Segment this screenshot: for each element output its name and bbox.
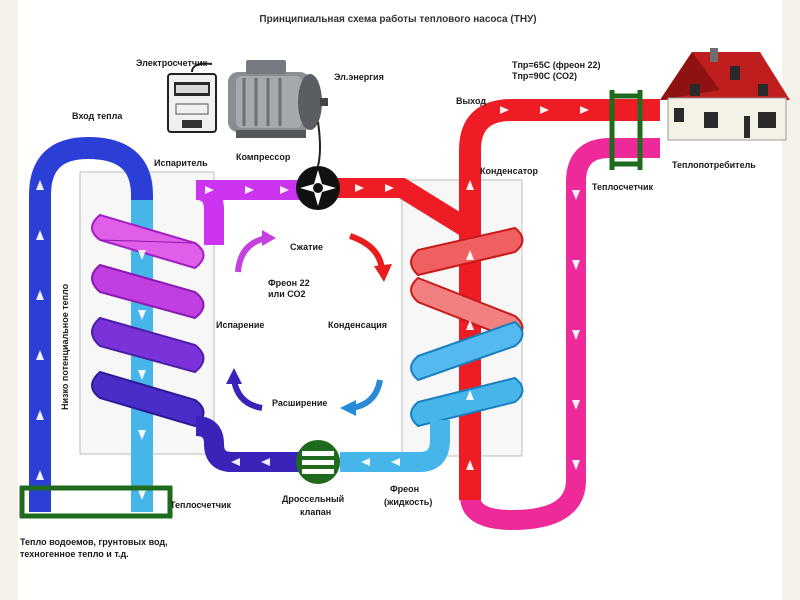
label-freon-liquid-line2: (жидкость) xyxy=(384,497,432,507)
cycle-arrows xyxy=(226,230,392,416)
throttle-valve xyxy=(296,440,340,484)
label-low-potential-heat: Низко потенциальное тепло xyxy=(60,283,70,410)
label-evaporation: Испарение xyxy=(216,320,264,330)
electricity-meter xyxy=(167,62,217,133)
liquid-pipe xyxy=(340,420,450,472)
label-heat-consumer: Теплопотребитель xyxy=(672,160,756,170)
consumer-supply-pipe xyxy=(459,99,660,500)
source-loop-outer xyxy=(29,136,153,512)
label-temp-line1: Tпр=65С (фреон 22) xyxy=(512,60,601,70)
flow-arrows xyxy=(36,106,589,500)
compressor-valve xyxy=(296,166,340,210)
throttle-inlet-pipe xyxy=(195,416,300,472)
label-source-line2: техногенное тепло и т.д. xyxy=(20,549,129,559)
label-freon-line2: или СО2 xyxy=(268,289,306,299)
label-evaporator: Испаритель xyxy=(154,158,208,168)
compressor-motor xyxy=(228,60,328,167)
label-compression: Сжатие xyxy=(290,242,323,252)
house-illustration xyxy=(660,48,790,141)
label-condenser: Конденсатор xyxy=(480,166,538,176)
label-temp-line2: Tпр=90С (СО2) xyxy=(512,71,577,81)
heat-meter-right xyxy=(609,90,643,170)
condenser-coil xyxy=(410,226,524,428)
label-electric-power: Эл.энергия xyxy=(334,72,384,82)
label-heat-meter-right: Теплосчетчик xyxy=(592,182,654,192)
label-heat-input: Вход тепла xyxy=(72,111,123,121)
label-expansion: Расширение xyxy=(272,398,327,408)
label-throttle-line2: клапан xyxy=(300,507,331,517)
label-heat-meter-left: Теплосчетчик xyxy=(170,500,232,510)
label-compressor: Компрессор xyxy=(236,152,291,162)
label-condensation: Конденсация xyxy=(328,320,387,330)
label-electricity-meter: Электросчетчик xyxy=(136,58,208,68)
label-throttle-line1: Дроссельный xyxy=(282,494,344,504)
consumer-return-pipe xyxy=(460,138,660,531)
heat-meter-left xyxy=(19,485,173,519)
evaporator-coil xyxy=(91,213,205,428)
label-source-line1: Тепло водоемов, грунтовых вод, xyxy=(20,537,168,547)
diagram-title: Принципиальная схема работы теплового на… xyxy=(259,13,536,25)
label-freon-liquid-line1: Фреон xyxy=(390,484,419,494)
label-freon-line1: Фреон 22 xyxy=(268,278,310,288)
label-output: Выход xyxy=(456,96,486,106)
